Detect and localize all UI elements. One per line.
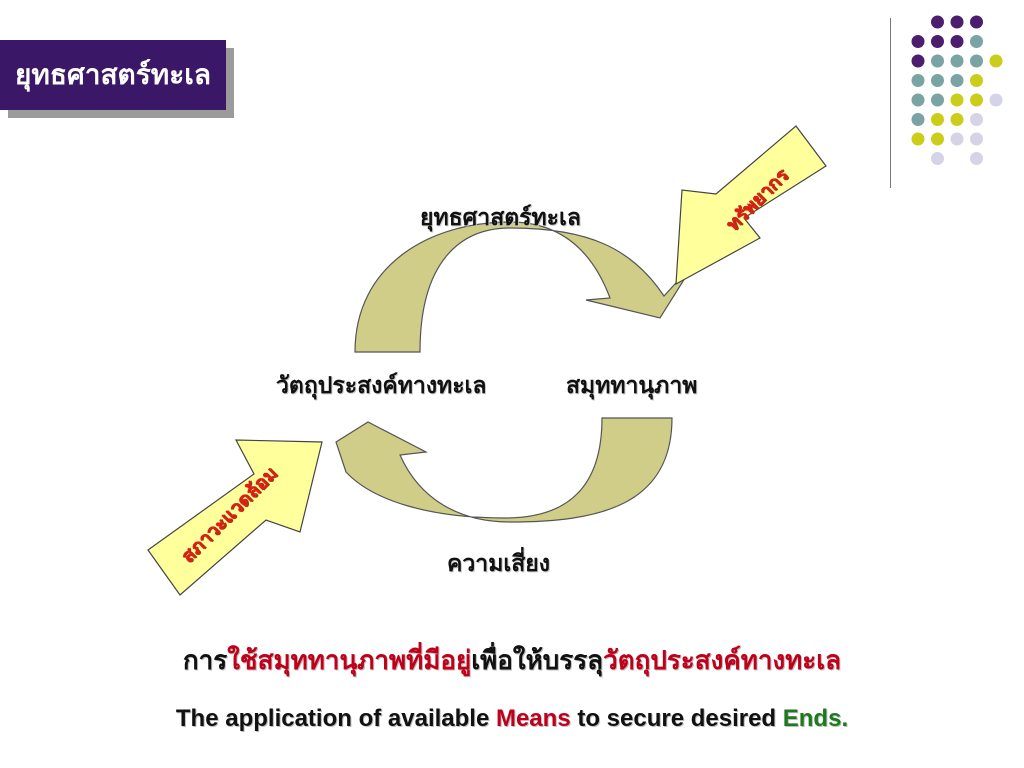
cycle-label-objectives: วัตถุประสงค์ทางทะเล	[276, 373, 487, 399]
decorative-dot	[970, 15, 983, 29]
decorative-dot	[931, 132, 944, 146]
title-box: ยุทธศาสตร์ทะเล	[0, 40, 226, 110]
decorative-dot	[931, 152, 944, 165]
decorative-dot	[970, 35, 983, 48]
decorative-dot	[911, 54, 925, 68]
decorative-dot	[950, 74, 964, 87]
thai-statement: การใช้สมุททานุภาพที่มีอยู่เพื่อให้บรรลุว…	[0, 640, 1024, 681]
decorative-dot	[931, 93, 944, 107]
decorative-dot	[950, 15, 964, 29]
decorative-dot	[911, 74, 925, 87]
cycle-arrow-bottom	[335, 417, 673, 523]
decorative-dot	[911, 132, 925, 146]
decorative-dot	[970, 54, 983, 68]
divider-line	[890, 18, 891, 188]
decorative-dot	[931, 54, 944, 68]
cycle-arrow-top	[354, 221, 696, 353]
decorative-dot	[931, 15, 944, 29]
thai-statement-part2: ใช้สมุททานุภาพที่มีอยู่	[227, 646, 472, 676]
decorative-dot	[950, 54, 964, 68]
cycle-label-risk: ความเสี่ยง	[447, 551, 550, 577]
cycle-label-strategy: ยุทธศาสตร์ทะเล	[420, 205, 581, 231]
decorative-dot	[970, 113, 983, 126]
decorative-dot	[950, 132, 964, 146]
environment-arrow	[147, 439, 323, 596]
english-statement-means: Means	[495, 705, 571, 732]
thai-statement-part4: วัตถุประสงค์ทางทะเล	[603, 646, 842, 676]
decorative-dot	[950, 35, 964, 48]
page-title: ยุทธศาสตร์ทะเล	[15, 58, 211, 91]
english-statement-part1: The application of available	[175, 705, 496, 732]
decorative-dot	[911, 93, 925, 107]
decorative-dot	[970, 152, 983, 165]
cycle-label-seapower: สมุททานุภาพ	[566, 373, 698, 399]
decorative-dot	[989, 93, 1003, 107]
english-statement-part3: to secure desired	[570, 705, 783, 732]
english-statement: The application of available Means to se…	[0, 705, 1024, 733]
decorative-dot	[911, 113, 925, 126]
decorative-dot	[931, 74, 944, 87]
decorative-dot	[931, 113, 944, 126]
decorative-dot	[970, 93, 983, 107]
resources-arrow	[675, 125, 827, 286]
decorative-dot	[970, 132, 983, 146]
decorative-dot	[911, 35, 925, 48]
thai-statement-part1: การ	[182, 646, 228, 676]
decorative-dot	[989, 54, 1003, 68]
decorative-dot	[950, 93, 964, 107]
decorative-dot	[950, 113, 964, 126]
decorative-dot	[931, 35, 944, 48]
thai-statement-part3: เพื่อให้บรรลุ	[471, 646, 604, 676]
decorative-dot	[970, 74, 983, 87]
english-statement-ends: Ends.	[782, 705, 849, 732]
